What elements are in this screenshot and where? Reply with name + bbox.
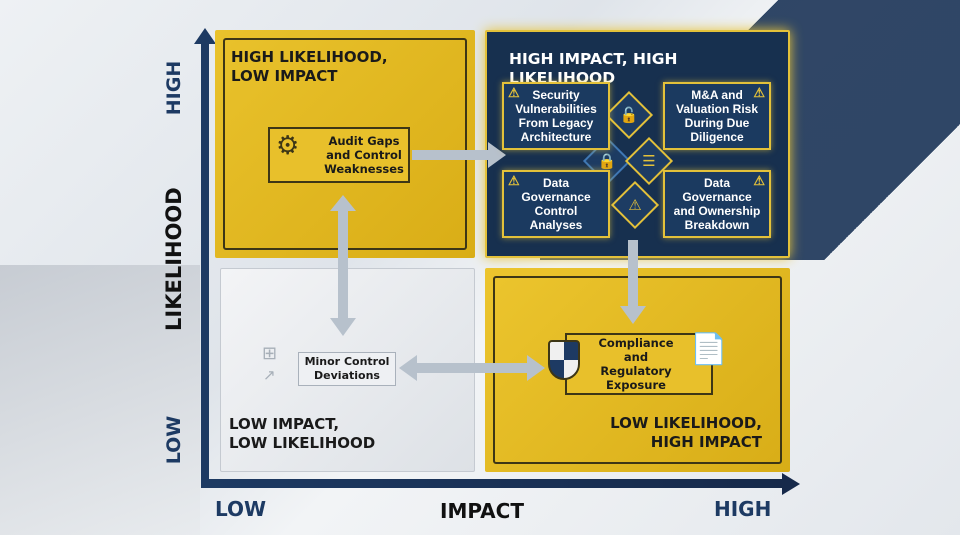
warning-icon: ⚠ bbox=[628, 196, 642, 214]
quadrant-title-line1: LOW LIKELIHOOD, bbox=[610, 414, 762, 432]
x-low-label: LOW bbox=[215, 497, 267, 521]
card-label: M&A and Valuation Risk During Due Dilige… bbox=[675, 88, 759, 144]
arrow-audit-to-high bbox=[412, 150, 490, 160]
quadrant-title-line2: LOW LIKELIHOOD bbox=[229, 434, 376, 452]
trend-icon: ↗ bbox=[263, 366, 276, 384]
y-axis bbox=[201, 40, 209, 484]
arrowhead bbox=[399, 355, 417, 381]
unlock-icon: 🔓 bbox=[619, 106, 639, 124]
x-axis-title: IMPACT bbox=[440, 499, 524, 523]
quadrant-title-line2: HIGH IMPACT bbox=[650, 433, 762, 451]
arrow-minor-compliance bbox=[415, 363, 530, 373]
shield-icon bbox=[548, 340, 580, 380]
quadrant-title-line2: LOW IMPACT bbox=[231, 67, 338, 85]
audit-gaps-label: Audit Gaps and Control Weaknesses bbox=[324, 134, 404, 176]
certificate-document-icon: 📄 bbox=[690, 332, 728, 367]
warning-icon: ⚠ bbox=[508, 85, 520, 100]
arrow-high-to-compliance bbox=[628, 240, 638, 310]
y-axis-title: LIKELIHOOD bbox=[162, 187, 186, 331]
warning-icon: ⚠ bbox=[753, 173, 765, 188]
card-label: Data Governance and Ownership Breakdown bbox=[673, 176, 761, 232]
risk-card-security[interactable]: ⚠Security Vulnerabilities From Legacy Ar… bbox=[502, 82, 610, 150]
minor-control-deviations-box[interactable]: Minor Control Deviations bbox=[298, 352, 396, 386]
arrowhead bbox=[488, 142, 506, 168]
magnifier-gears-icon: ⚙ bbox=[276, 131, 300, 161]
minor-control-label: Minor Control Deviations bbox=[304, 355, 390, 382]
database-search-icon: ☰ bbox=[642, 152, 656, 170]
arrowhead bbox=[330, 195, 356, 211]
background-grey-panel bbox=[0, 265, 200, 535]
org-chart-icon: ⊞ bbox=[262, 343, 278, 364]
card-label: Data Governance Control Analyses bbox=[521, 176, 591, 232]
arrowhead bbox=[620, 306, 646, 324]
compliance-label: Compliance and Regulatory Exposure bbox=[598, 336, 674, 392]
arrow-audit-minor bbox=[338, 210, 348, 320]
arrowhead bbox=[527, 355, 545, 381]
warning-icon: ⚠ bbox=[508, 173, 520, 188]
y-high-label: HIGH bbox=[163, 60, 185, 116]
y-axis-arrowhead bbox=[194, 28, 216, 44]
y-low-label: LOW bbox=[163, 415, 185, 465]
card-label: Security Vulnerabilities From Legacy Arc… bbox=[515, 88, 597, 144]
risk-card-data-governance-control[interactable]: ⚠Data Governance Control Analyses bbox=[502, 170, 610, 238]
warning-icon: ⚠ bbox=[753, 85, 765, 100]
quadrant-title-line1: LOW IMPACT, bbox=[229, 415, 340, 433]
x-high-label: HIGH bbox=[714, 497, 772, 521]
audit-gaps-box[interactable]: ⚙ Audit Gaps and Control Weaknesses bbox=[268, 127, 410, 183]
quadrant-title-line1: HIGH LIKELIHOOD, bbox=[231, 48, 388, 66]
x-axis-arrowhead bbox=[782, 473, 800, 495]
risk-card-data-governance-ownership[interactable]: ⚠Data Governance and Ownership Breakdown bbox=[663, 170, 771, 238]
risk-card-ma-valuation[interactable]: ⚠M&A and Valuation Risk During Due Dilig… bbox=[663, 82, 771, 150]
arrowhead bbox=[330, 318, 356, 336]
x-axis bbox=[201, 479, 786, 488]
